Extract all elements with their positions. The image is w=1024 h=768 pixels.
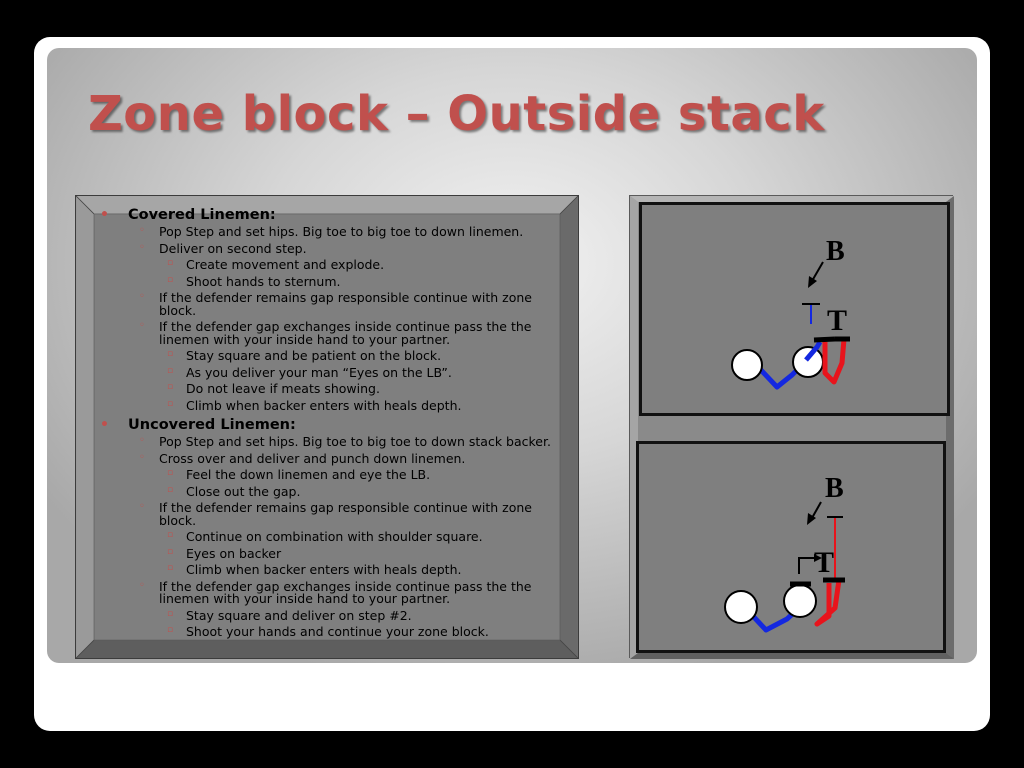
list-item: ▫ Continue on combination with shoulder s… <box>98 529 568 544</box>
list-item: ▫ Climb when backer enters with heals dep… <box>98 562 568 577</box>
tackle-label: T <box>814 546 834 579</box>
list-item: ▫ Shoot hands to sternum. <box>98 273 568 289</box>
bullet-small: ▫ <box>167 382 174 392</box>
list-item-text: Close out the gap. <box>186 483 301 499</box>
player-circle <box>731 349 763 381</box>
list-item-text: Deliver on second step. <box>159 240 307 256</box>
covered-heading: Covered Linemen: <box>128 207 276 223</box>
bullet-small: ▫ <box>167 625 174 635</box>
bullet-circle: ◦ <box>139 579 145 591</box>
bullet-circle: ◦ <box>139 501 145 512</box>
arrow-shaft <box>811 261 824 282</box>
list-item: ◦ If the defender remains gap responsible… <box>98 500 568 528</box>
uncovered-heading: Uncovered Linemen: <box>128 417 296 433</box>
list-item: ◦ Deliver on second step. <box>98 240 568 256</box>
list-item-text: Eyes on backer <box>186 545 282 561</box>
list-item-text: Shoot hands to sternum. <box>186 273 341 289</box>
backer-label: B <box>825 473 844 504</box>
list-item-text: Cross over and deliver and punch down li… <box>159 450 466 466</box>
text-panel: • Covered Linemen: ◦ Pop Step and set hips… <box>75 195 579 659</box>
exchange-arrow <box>798 557 817 574</box>
bullet-circle: ◦ <box>139 225 145 236</box>
blocking-diagram-bottom: B T <box>724 473 845 633</box>
slide-title: Zone block – Outside stack <box>88 86 825 142</box>
arrow-head <box>807 513 816 525</box>
list-item: ◦ Pop Step and set hips. Big toe to big t… <box>98 224 568 239</box>
list-item-text: If the defender remains gap responsible … <box>159 500 532 528</box>
player-circle <box>792 346 824 378</box>
player-circle <box>783 584 817 618</box>
list-item-text: Climb when backer enters with heals dept… <box>186 397 462 413</box>
list-item-text: Continue on combination with shoulder sq… <box>186 529 483 544</box>
uncovered-heading-item: • Uncovered Linemen: <box>98 416 568 434</box>
exchange-arrow-head <box>814 554 822 562</box>
player-circle <box>724 590 758 624</box>
list-item: ◦ If the defender gap exchanges inside co… <box>98 319 568 347</box>
list-item-text: Shoot your hands and continue your zone … <box>186 624 489 639</box>
arrow-shaft <box>811 501 822 519</box>
tackle-path <box>814 579 842 627</box>
bullet-small: ▫ <box>167 365 174 376</box>
arrow-head <box>808 276 817 288</box>
list-item-text: As you deliver your man “Eyes on the LB”… <box>186 364 452 380</box>
list-item: ▫ Climb when backer enters with heals dep… <box>98 397 568 413</box>
list-item: ▫ As you deliver your man “Eyes on the LB… <box>98 364 568 380</box>
bullet-small: ▫ <box>167 608 174 619</box>
bullet-small: ▫ <box>167 349 174 359</box>
bullet-dot: • <box>100 417 109 433</box>
bullet-circle: ◦ <box>139 451 145 463</box>
list-item-text: Feel the down linemen and eye the LB. <box>186 467 431 482</box>
bullet-small: ▫ <box>167 274 174 285</box>
backer-label: B <box>826 236 845 267</box>
list-item: ▫ Eyes on backer <box>98 545 568 561</box>
bullet-dot: • <box>100 207 109 223</box>
tackle-label: T <box>827 304 847 337</box>
list-item: ▫ Stay square and be patient on the block… <box>98 348 568 363</box>
list-item: ▫ Shoot your hands and continue your zone… <box>98 624 568 639</box>
list-item-text: If the defender gap exchanges inside con… <box>159 578 532 606</box>
list-item: ◦ If the defender gap exchanges inside co… <box>98 578 568 606</box>
list-item: ▫ Close out the gap. <box>98 483 568 499</box>
list-item: ◦ Cross over and deliver and punch down l… <box>98 450 568 466</box>
list-item-text: Stay square and be patient on the block. <box>186 348 442 363</box>
list-item: ▫ Feel the down linemen and eye the LB. <box>98 467 568 482</box>
bullet-small: ▫ <box>167 484 174 495</box>
list-item: ▫ Stay square and deliver on step #2. <box>98 607 568 623</box>
bullet-circle: ◦ <box>139 291 145 302</box>
block-mark <box>813 336 836 343</box>
list-item-text: Pop Step and set hips. Big toe to big to… <box>159 224 524 239</box>
diagram-frame: B T B T <box>629 195 954 659</box>
tackle-path <box>822 338 847 385</box>
covered-heading-item: • Covered Linemen: <box>98 206 568 224</box>
outline-list: • Covered Linemen: ◦ Pop Step and set hips… <box>98 205 568 643</box>
bullet-circle: ◦ <box>139 435 145 446</box>
list-item-text: Pop Step and set hips. Big toe to big to… <box>159 434 551 449</box>
list-item: ▫ Create movement and explode. <box>98 257 568 272</box>
list-item-text: Do not leave if meats showing. <box>186 381 380 396</box>
bullet-small: ▫ <box>167 258 174 268</box>
list-item-text: Create movement and explode. <box>186 257 385 272</box>
diagram-bottom: B T <box>636 441 946 653</box>
list-item-text: Climb when backer enters with heals dept… <box>186 562 462 577</box>
bullet-small: ▫ <box>167 546 174 557</box>
bullet-small: ▫ <box>167 563 174 573</box>
list-item-text: Stay square and deliver on step #2. <box>186 607 412 623</box>
list-item: ◦ Pop Step and set hips. Big toe to big t… <box>98 434 568 449</box>
list-item: ◦ If the defender remains gap responsible… <box>98 290 568 318</box>
bullet-circle: ◦ <box>139 241 145 253</box>
list-item: ▫ Do not leave if meats showing. <box>98 381 568 396</box>
list-item-text: If the defender gap exchanges inside con… <box>159 319 532 347</box>
bullet-small: ▫ <box>167 398 174 409</box>
blocking-diagram-top: B T <box>731 236 850 390</box>
panel-bevel <box>76 196 578 658</box>
diagram-top: B T <box>639 202 950 416</box>
guard-climb <box>804 340 823 362</box>
bullet-circle: ◦ <box>139 320 145 331</box>
list-item-text: If the defender remains gap responsible … <box>159 290 532 318</box>
bullet-small: ▫ <box>167 468 174 478</box>
bullet-small: ▫ <box>167 530 174 540</box>
